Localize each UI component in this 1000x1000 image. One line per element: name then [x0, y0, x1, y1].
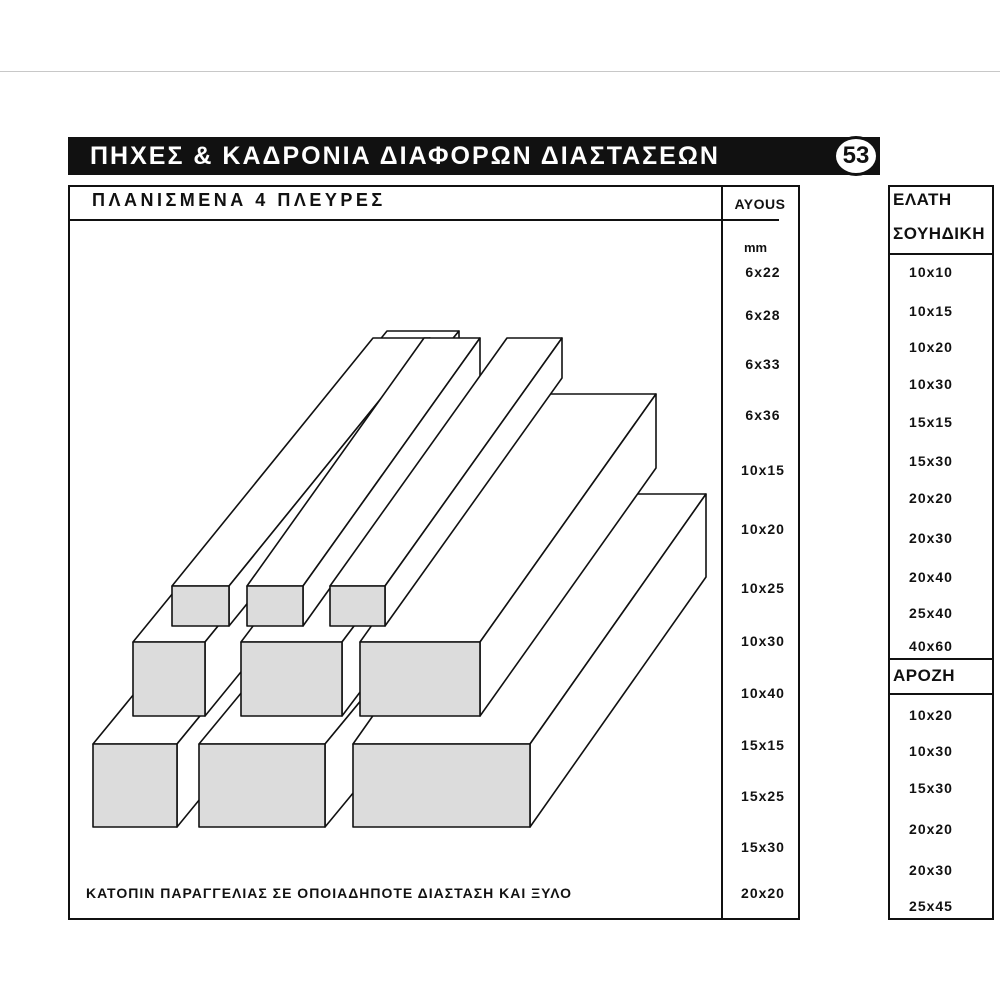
ayous-size-6: 10x25 [741, 580, 785, 596]
order-footnote: ΚΑΤΟΠΙΝ ΠΑΡΑΓΓΕΛΙΑΣ ΣΕ ΟΠΟΙΑΔΗΠΟΤΕ ΔΙΑΣΤ… [86, 885, 573, 901]
arozi-size-3: 20x20 [909, 821, 953, 837]
elati-size-0: 10x10 [909, 264, 953, 280]
elati-title-line1: ΕΛΑΤΗ [893, 190, 952, 209]
arozi-size-5: 25x45 [909, 898, 953, 914]
main-header-divider [68, 219, 722, 221]
beam-end-face [240, 641, 343, 717]
ayous-size-12: 20x20 [741, 885, 785, 901]
beam-8 [329, 337, 563, 627]
ayous-size-11: 15x30 [741, 839, 785, 855]
ayous-size-3: 6x36 [745, 407, 781, 423]
arozi-header-divider [888, 693, 994, 695]
elati-size-9: 25x40 [909, 605, 953, 621]
catalog-title: ΠΗΧΕΣ & ΚΑΔΡΟΝΙΑ ΔΙΑΦΟΡΩΝ ΔΙΑΣΤΑΣΕΩΝ [68, 137, 880, 175]
page-number-badge: 53 [833, 136, 879, 176]
main-subtitle: ΠΛΑΝΙΣΜΕΝΑ 4 ΠΛΕΥΡΕΣ [92, 190, 386, 210]
beam-end-face [132, 641, 206, 717]
elati-header-divider [888, 253, 994, 255]
ayous-column-divider [721, 185, 723, 920]
arozi-section-divider [888, 658, 994, 660]
arozi-size-2: 15x30 [909, 780, 953, 796]
elati-size-5: 15x30 [909, 453, 953, 469]
top-rule [0, 71, 1000, 72]
beam-end-face [359, 641, 481, 717]
arozi-title: ΑΡΟΖΗ [893, 666, 955, 685]
elati-size-6: 20x20 [909, 490, 953, 506]
main-panel [68, 185, 800, 920]
ayous-size-8: 10x40 [741, 685, 785, 701]
ayous-size-4: 10x15 [741, 462, 785, 478]
ayous-size-9: 15x15 [741, 737, 785, 753]
beam-end-face [92, 743, 178, 828]
ayous-size-0: 6x22 [745, 264, 781, 280]
beam-end-face [329, 585, 386, 627]
ayous-size-7: 10x30 [741, 633, 785, 649]
beam-end-face [171, 585, 230, 627]
beam-7 [246, 337, 481, 627]
ayous-title: AYOUS [734, 196, 786, 212]
beam-end-face [246, 585, 304, 627]
elati-title-line2: ΣΟΥΗΔΙΚΗ [893, 224, 986, 243]
beam-end-face [198, 743, 326, 828]
beam-end-face [352, 743, 531, 828]
ayous-size-1: 6x28 [745, 307, 781, 323]
elati-size-1: 10x15 [909, 303, 953, 319]
arozi-size-0: 10x20 [909, 707, 953, 723]
ayous-size-2: 6x33 [745, 356, 781, 372]
elati-size-4: 15x15 [909, 414, 953, 430]
arozi-size-1: 10x30 [909, 743, 953, 759]
elati-size-8: 20x40 [909, 569, 953, 585]
elati-size-2: 10x20 [909, 339, 953, 355]
side-panel [888, 185, 994, 920]
unit-label: mm [744, 240, 768, 255]
elati-size-3: 10x30 [909, 376, 953, 392]
ayous-size-5: 10x20 [741, 521, 785, 537]
elati-size-10: 40x60 [909, 638, 953, 654]
beam-5 [359, 393, 657, 717]
arozi-size-4: 20x30 [909, 862, 953, 878]
ayous-header-divider [723, 219, 779, 221]
elati-size-7: 20x30 [909, 530, 953, 546]
ayous-size-10: 15x25 [741, 788, 785, 804]
